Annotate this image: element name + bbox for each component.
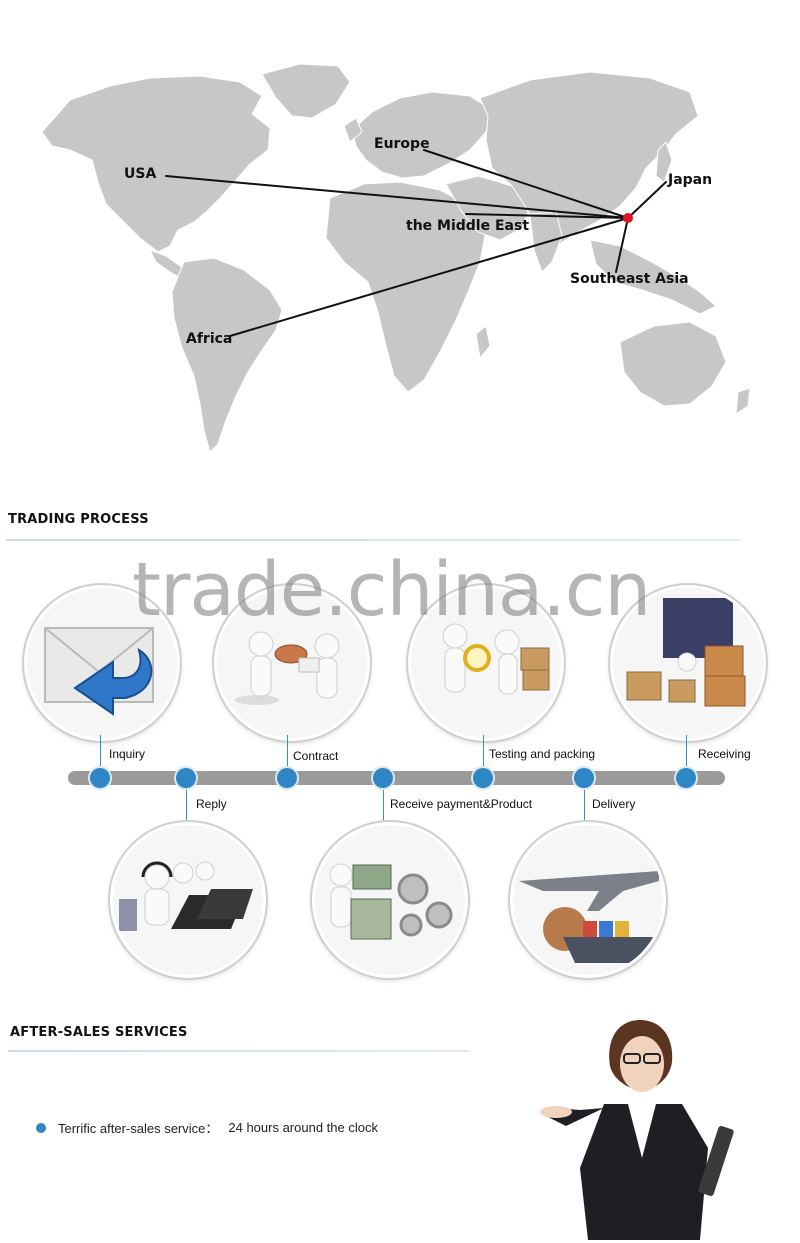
customer-service-woman-illustration bbox=[540, 1020, 734, 1240]
service-item: Terrific after-sales service： 24 hours a… bbox=[36, 1118, 378, 1137]
trading-process-divider bbox=[6, 539, 740, 541]
route-usa bbox=[165, 175, 629, 219]
south-america-landmass bbox=[171, 257, 283, 453]
service-label: Terrific after-sales service： bbox=[58, 1121, 219, 1136]
stem-reply bbox=[186, 782, 187, 822]
north-america-landmass bbox=[41, 75, 271, 253]
reply-arrow-icon bbox=[73, 647, 153, 716]
step-label-reply: Reply bbox=[196, 797, 227, 811]
step-dot-inquiry bbox=[90, 768, 110, 788]
service-value: 24 hours around the clock bbox=[228, 1120, 378, 1135]
testing-packing-illustration bbox=[408, 585, 564, 741]
cargo-ship-icon bbox=[563, 937, 653, 963]
europe-landmass bbox=[351, 91, 493, 179]
step-label-inquiry: Inquiry bbox=[109, 747, 146, 761]
madagascar-landmass bbox=[475, 325, 491, 360]
stem-inquiry bbox=[100, 735, 101, 775]
southeast-asia-landmass bbox=[589, 239, 717, 315]
airplane-icon bbox=[519, 871, 659, 911]
stem-receiving bbox=[686, 735, 687, 775]
route-middle-east bbox=[465, 213, 629, 219]
step-label-testing: Testing and packing bbox=[489, 747, 596, 761]
stem-payment bbox=[383, 782, 384, 822]
route-africa bbox=[229, 217, 629, 337]
australia-landmass bbox=[619, 321, 727, 407]
map-label-africa: Africa bbox=[186, 331, 233, 347]
contract-illustration bbox=[214, 585, 370, 741]
timeline-bar bbox=[68, 771, 725, 785]
payment-illustration bbox=[312, 822, 468, 978]
step-dot-testing bbox=[473, 768, 493, 788]
map-label-middle-east: the Middle East bbox=[406, 218, 530, 234]
step-label-delivery: Delivery bbox=[592, 797, 636, 811]
world-map bbox=[41, 63, 751, 453]
map-label-southeast-asia: Southeast Asia bbox=[570, 271, 689, 287]
new-zealand-landmass bbox=[735, 387, 751, 415]
step-dot-contract bbox=[277, 768, 297, 788]
trading-process-title: TRADING PROCESS bbox=[8, 512, 149, 527]
delivery-illustration bbox=[510, 822, 666, 978]
receiving-illustration bbox=[610, 585, 766, 741]
middle-east-landmass bbox=[445, 175, 531, 241]
stem-contract bbox=[287, 735, 288, 775]
stem-testing bbox=[483, 735, 484, 775]
step-label-payment: Receive payment&Product bbox=[390, 797, 533, 811]
route-southeast-asia bbox=[615, 217, 629, 273]
map-label-usa: USA bbox=[124, 166, 157, 182]
step-dot-payment bbox=[373, 768, 393, 788]
stem-delivery bbox=[584, 782, 585, 822]
step-dot-delivery bbox=[574, 768, 594, 788]
step-label-contract: Contract bbox=[293, 749, 339, 763]
map-label-europe: Europe bbox=[374, 136, 430, 152]
step-dot-reply bbox=[176, 768, 196, 788]
headset-icon bbox=[141, 861, 173, 878]
hub-marker bbox=[623, 213, 633, 223]
route-japan bbox=[627, 181, 667, 219]
inquiry-illustration bbox=[24, 585, 180, 741]
step-dot-receiving bbox=[676, 768, 696, 788]
bullet-icon bbox=[36, 1122, 46, 1133]
greenland-landmass bbox=[261, 63, 351, 119]
after-sales-divider bbox=[8, 1050, 470, 1052]
money-stack-icon bbox=[352, 864, 392, 890]
map-label-japan: Japan bbox=[668, 172, 713, 188]
japan-landmass bbox=[655, 141, 673, 183]
magnifier-icon bbox=[463, 644, 491, 672]
uk-landmass bbox=[343, 117, 363, 143]
watermark-text: trade.china.cn bbox=[132, 547, 651, 633]
africa-landmass bbox=[325, 181, 487, 393]
reply-illustration bbox=[110, 822, 266, 978]
after-sales-title: AFTER-SALES SERVICES bbox=[10, 1025, 188, 1040]
route-europe bbox=[423, 149, 629, 219]
step-label-receiving: Receiving bbox=[698, 747, 751, 761]
gear-icon bbox=[397, 873, 429, 905]
